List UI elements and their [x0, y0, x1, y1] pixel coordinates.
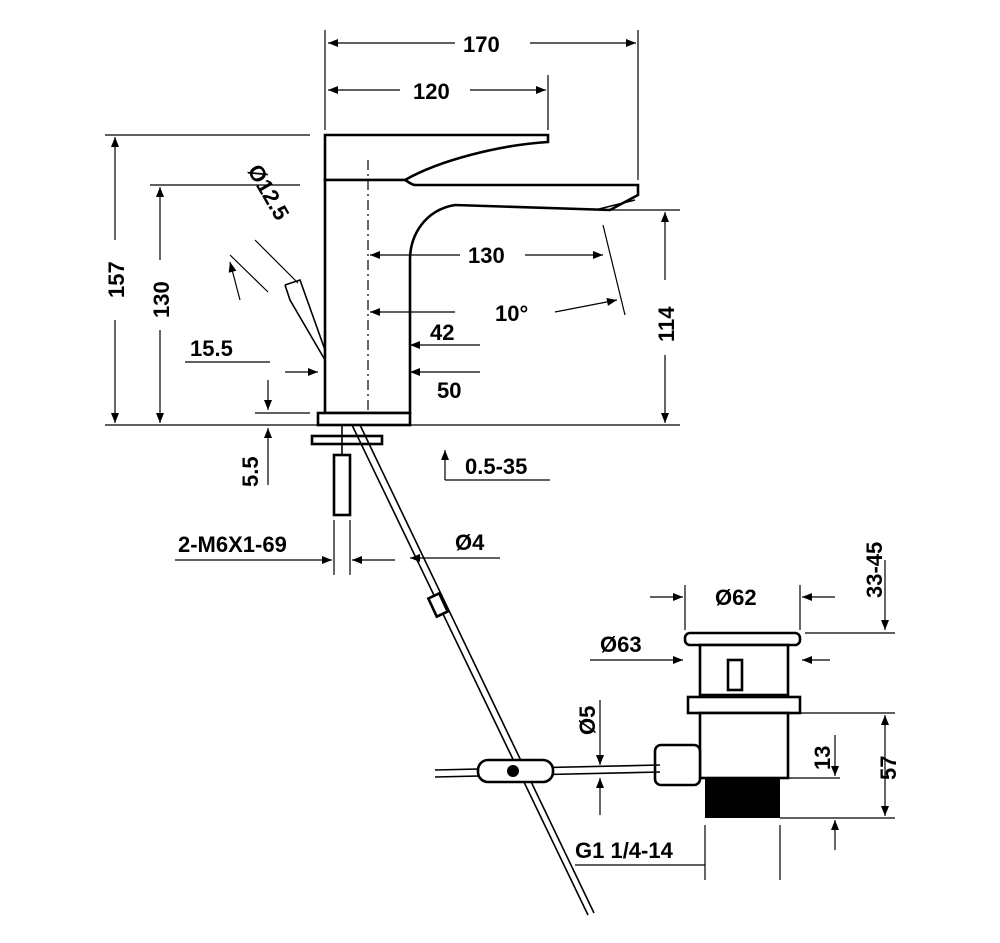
dim-handle-length: 120 — [413, 79, 450, 104]
dim-overall-width: 170 — [463, 32, 500, 57]
dim-body-depth: 42 — [430, 320, 454, 345]
dim-spout-reach: 130 — [468, 243, 505, 268]
dim-studs: 2-M6X1-69 — [178, 532, 287, 557]
dim-rod-diameter: Ø4 — [455, 530, 485, 555]
drain-assembly — [434, 631, 802, 818]
dim-drain-flange: Ø63 — [600, 632, 642, 657]
dim-spout-height: 114 — [654, 306, 679, 342]
dim-base-diameter: 50 — [437, 378, 461, 403]
dim-overall-height: 157 — [104, 261, 129, 298]
dim-counter-thickness: 0.5-35 — [465, 454, 527, 479]
dim-body-height: 130 — [149, 281, 174, 318]
dimension-lines — [105, 30, 895, 880]
dim-base-plate: 5.5 — [238, 456, 263, 487]
dim-lever-height: 13 — [810, 746, 835, 770]
dim-drain-cap: Ø62 — [715, 585, 757, 610]
dim-rod-offset: 15.5 — [190, 336, 233, 361]
faucet-body — [316, 133, 640, 427]
dim-drain-height: 57 — [876, 756, 901, 780]
dim-spout-angle: 10° — [495, 301, 528, 326]
dim-lever-diameter: Ø5 — [575, 706, 600, 735]
dim-drain-thread: G1 1/4-14 — [575, 838, 674, 863]
pop-up-rod — [284, 278, 595, 916]
dim-handle-diameter: Ø12.5 — [243, 160, 295, 224]
dim-drain-height-range: 33-45 — [862, 542, 887, 598]
